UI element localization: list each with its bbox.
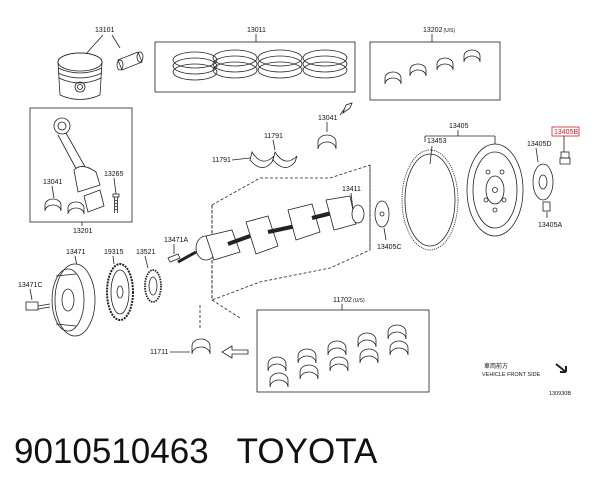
bearing-shell-icon [44,198,62,212]
part-number: 9010510463 [14,432,209,471]
drive-plate-group: 13405 13453 13405B 13405D 13 [374,123,580,251]
connecting-rod-icon [53,117,105,213]
bearing-shell-icon [317,134,337,150]
crank-pulley-icon [51,263,96,337]
thrust-washer-icon [272,150,298,168]
crank-sprocket-icon [144,269,162,303]
bearing-shell-icon [384,49,481,85]
timing-rotor-icon [106,263,134,321]
drawing-id: 130930B [549,391,571,397]
thrust-bearing-icon [191,338,211,355]
piston-group: 13101 [57,27,144,100]
main-bearing-upper: 13041 [317,102,353,150]
pulley-bolt-icon [25,301,51,311]
part-label-13405A[interactable]: 13405A [538,222,562,229]
part-label-13453[interactable]: 13453 [427,138,447,145]
piston-icon [57,52,103,100]
bearing-shell-icon [267,324,409,388]
conrod-bearing-box [369,41,501,101]
piston-ring-icon [172,49,348,81]
reinforcement-icon [542,201,551,212]
part-label-11711[interactable]: 11711 [150,349,169,356]
caption: 9010510463 TOYOTA [14,432,377,472]
brand-name: TOYOTA [236,432,378,471]
highlight-box-13405B [551,126,580,137]
part-label-13101[interactable]: 13101 [95,27,115,34]
front-components-group: 13471 13471C 19315 13521 13471A [18,237,188,337]
part-label-13041-rod[interactable]: 13041 [43,179,63,186]
arrow-left-icon [221,345,249,359]
part-label-13521[interactable]: 13521 [136,249,156,256]
legend-en-label: VEHICLE FRONT SIDE [482,372,541,378]
part-label-13405B[interactable]: 13405B [554,129,578,136]
flywheel-bolt-icon [559,151,571,165]
thrust-washer-group: 11791 11791 [212,133,298,168]
main-bearing-group: 11702(U/S) 11711 [150,297,430,393]
part-label-11791-left[interactable]: 11791 [212,157,231,164]
part-label-13471[interactable]: 13471 [66,249,86,256]
part-label-13265[interactable]: 13265 [104,171,124,178]
bearing-shell-icon [67,201,85,215]
main-bearing-box [256,309,430,393]
part-label-11702[interactable]: 11702(U/S) [333,297,365,304]
connecting-rod-box [29,107,133,223]
part-label-13405C[interactable]: 13405C [377,244,402,251]
piston-rings-box [154,41,356,93]
spacer-plate-icon [532,163,554,201]
parts-diagram: 13101 13011 13202(U/S) [18,27,580,397]
legend-jp-label: 車両前方 [484,362,508,370]
rod-bolt-icon [112,193,120,213]
legend: 車両前方 VEHICLE FRONT SIDE 130930B [482,362,571,397]
ring-gear-icon [401,149,459,251]
part-label-13405D[interactable]: 13405D [527,141,552,148]
part-label-13041-main[interactable]: 13041 [318,115,338,122]
part-label-13405[interactable]: 13405 [449,123,469,130]
vehicle-front-arrow-icon [555,363,567,373]
key-icon [167,253,181,263]
part-label-13471C[interactable]: 13471C [18,282,43,289]
part-label-19315[interactable]: 19315 [104,249,124,256]
rear-plate-icon [374,200,390,228]
thrust-washer-icon [249,150,275,168]
connecting-rod-group: 13041 13265 13201 [29,107,133,235]
drive-plate-icon [466,143,524,237]
part-label-13202[interactable]: 13202(U/S) [423,27,455,34]
part-label-13471A[interactable]: 13471A [164,237,188,244]
part-label-13201[interactable]: 13201 [73,228,93,235]
piston-rings-group: 13011 [154,27,356,93]
part-label-13411[interactable]: 13411 [342,186,361,193]
part-label-13011[interactable]: 13011 [247,27,266,34]
piston-pin-icon [116,51,144,71]
part-label-11791-top[interactable]: 11791 [264,133,283,140]
crankshaft-icon [177,195,365,264]
conrod-bearing-group: 13202(U/S) [369,27,501,101]
crankshaft-group: 13411 [177,164,371,330]
